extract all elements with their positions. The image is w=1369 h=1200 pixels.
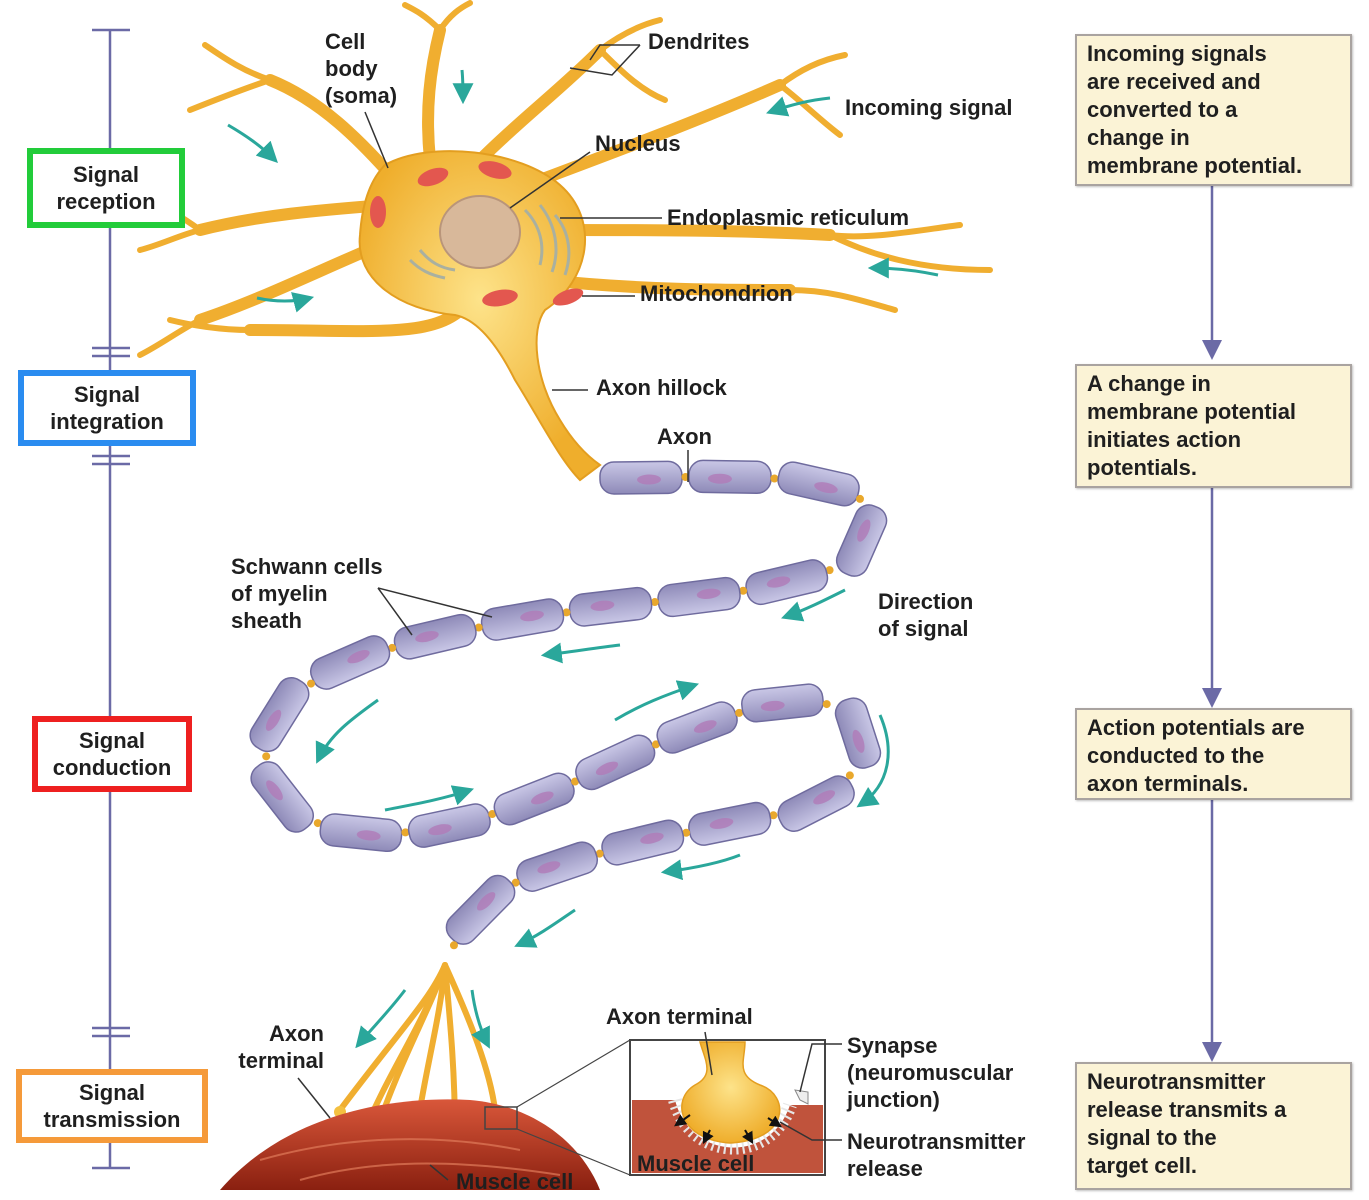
label-mitochondrion: Mitochondrion xyxy=(640,281,793,306)
label-nucleus: Nucleus xyxy=(595,131,681,156)
stage-signal-reception: Signal reception xyxy=(27,148,185,228)
myelin-sheath xyxy=(249,459,888,950)
schwann-cell xyxy=(480,598,565,641)
muscle-cell xyxy=(220,1099,600,1190)
signal-arrows xyxy=(227,69,939,1049)
label-neurotransmitter-release: Neurotransmitter release xyxy=(847,1129,1026,1181)
label-axon-hillock: Axon hillock xyxy=(596,375,727,400)
schwann-cell xyxy=(688,801,772,846)
node-of-ranvier xyxy=(825,566,834,575)
label-synapse: Synapse (neuromuscular junction) xyxy=(847,1033,1014,1112)
node-of-ranvier xyxy=(474,623,483,632)
stage-signal-conduction: Signal conduction xyxy=(32,716,192,792)
node-of-ranvier xyxy=(650,598,659,607)
mitochondria xyxy=(370,161,584,307)
label-schwann-cells: Schwann cells of myelin sheath xyxy=(231,554,383,633)
node-of-ranvier xyxy=(856,494,865,503)
node-of-ranvier xyxy=(682,828,691,837)
label-axon: Axon xyxy=(657,424,712,449)
axon-path xyxy=(266,477,867,965)
schwann-cell xyxy=(309,635,391,690)
node-of-ranvier xyxy=(449,941,458,950)
node-of-ranvier xyxy=(769,811,778,820)
schwann-cell xyxy=(777,461,860,507)
label-axon-terminal-inset: Axon terminal xyxy=(606,1004,753,1029)
schwann-cell xyxy=(745,559,829,606)
label-incoming-signal: Incoming signal xyxy=(845,95,1013,120)
step-box-reception: Incoming signals are received and conver… xyxy=(1075,34,1352,186)
step-box-conduction: Action potentials are conducted to the a… xyxy=(1075,708,1352,800)
schwann-cell xyxy=(568,586,653,627)
leader-lines xyxy=(297,44,842,1181)
node-of-ranvier xyxy=(262,752,271,761)
label-direction-of-signal: Direction of signal xyxy=(878,589,974,641)
node-of-ranvier xyxy=(313,819,322,828)
schwann-cell xyxy=(250,761,315,833)
schwann-cell xyxy=(575,734,656,791)
synapse-inset xyxy=(484,1039,826,1176)
stage-signal-transmission: Signal transmission xyxy=(16,1069,208,1143)
schwann-cell xyxy=(516,841,599,892)
node-of-ranvier xyxy=(571,777,580,786)
nucleus xyxy=(439,195,521,269)
schwann-cell xyxy=(407,803,491,848)
step-box-integration: A change in membrane potential initiates… xyxy=(1075,364,1352,488)
schwann-cell xyxy=(688,459,772,495)
label-axon-terminal: Axon terminal xyxy=(238,1021,324,1073)
node-of-ranvier xyxy=(822,700,831,709)
schwann-cell xyxy=(835,504,888,577)
node-of-ranvier xyxy=(651,740,660,749)
label-muscle-cell-inset: Muscle cell xyxy=(637,1151,755,1176)
schwann-cell xyxy=(393,613,477,660)
schwann-cell xyxy=(657,576,741,618)
schwann-cell xyxy=(834,697,882,769)
node-of-ranvier xyxy=(770,474,779,483)
node-of-ranvier xyxy=(562,608,571,617)
node-of-ranvier xyxy=(595,849,604,858)
schwann-cell xyxy=(599,460,683,495)
schwann-cell xyxy=(445,874,516,945)
step-box-transmission: Neurotransmitter release transmits a sig… xyxy=(1075,1062,1352,1190)
node-of-ranvier xyxy=(845,771,854,780)
node-of-ranvier xyxy=(401,828,410,837)
node-of-ranvier xyxy=(388,643,397,652)
schwann-cell xyxy=(741,683,824,723)
cell-body xyxy=(358,150,602,482)
node-of-ranvier xyxy=(735,708,744,717)
stage-signal-integration: Signal integration xyxy=(18,370,196,446)
endoplasmic-reticulum xyxy=(408,204,571,280)
label-muscle-cell: Muscle cell xyxy=(456,1169,574,1194)
node-of-ranvier xyxy=(488,810,497,819)
schwann-cell xyxy=(493,772,575,826)
schwann-cell xyxy=(656,701,738,754)
label-endoplasmic-reticulum: Endoplasmic reticulum xyxy=(667,205,910,230)
label-dendrites: Dendrites xyxy=(648,29,750,54)
schwann-cell xyxy=(601,819,685,866)
label-cell-body: Cell body (soma) xyxy=(325,29,398,108)
node-of-ranvier xyxy=(307,679,316,688)
schwann-cell xyxy=(249,677,310,753)
node-of-ranvier xyxy=(511,878,520,887)
schwann-cell xyxy=(777,775,855,832)
node-of-ranvier xyxy=(739,586,748,595)
schwann-cell xyxy=(319,813,403,853)
